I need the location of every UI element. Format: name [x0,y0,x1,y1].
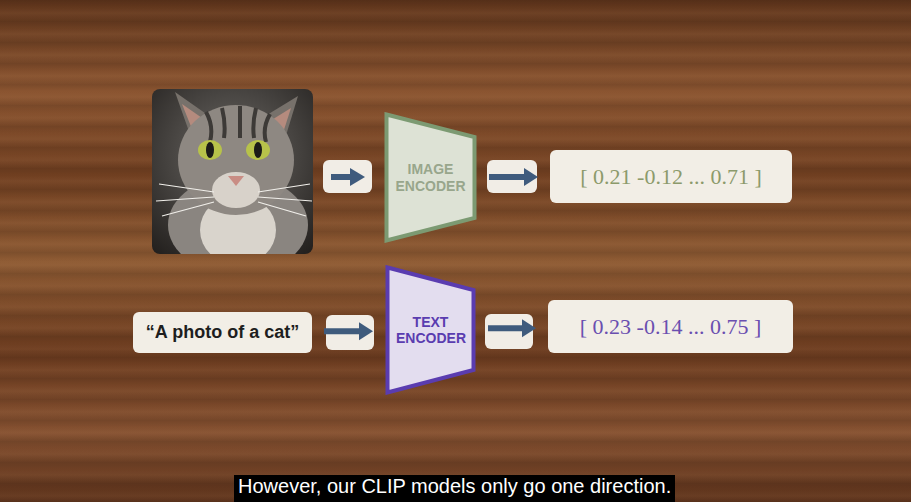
subtitle-caption: However, our CLIP models only go one dir… [234,475,675,502]
node-label: [ 0.23 -0.14 ... 0.75 ] [580,314,761,340]
node-label: [ 0.21 -0.12 ... 0.71 ] [580,164,761,190]
flow-arrow [489,168,538,186]
embedding-vector: [ 0.21 -0.12 ... 0.71 ] [550,150,792,203]
node-label: “A photo of a cat” [146,322,299,343]
image-encoder: IMAGE ENCODER [384,112,477,243]
text-prompt: “A photo of a cat” [133,312,312,353]
cat-arrow [331,168,365,186]
text-encoder: TEXT ENCODER [385,265,476,395]
cat-photo [152,89,313,254]
node-label: IMAGE ENCODER [395,161,466,193]
arrow-plate [323,160,537,350]
embedding-vector: [ 0.23 -0.14 ... 0.75 ] [548,300,793,353]
node-label: TEXT ENCODER [396,314,465,346]
flow-arrow [488,319,536,337]
flow-arrow [324,322,373,340]
